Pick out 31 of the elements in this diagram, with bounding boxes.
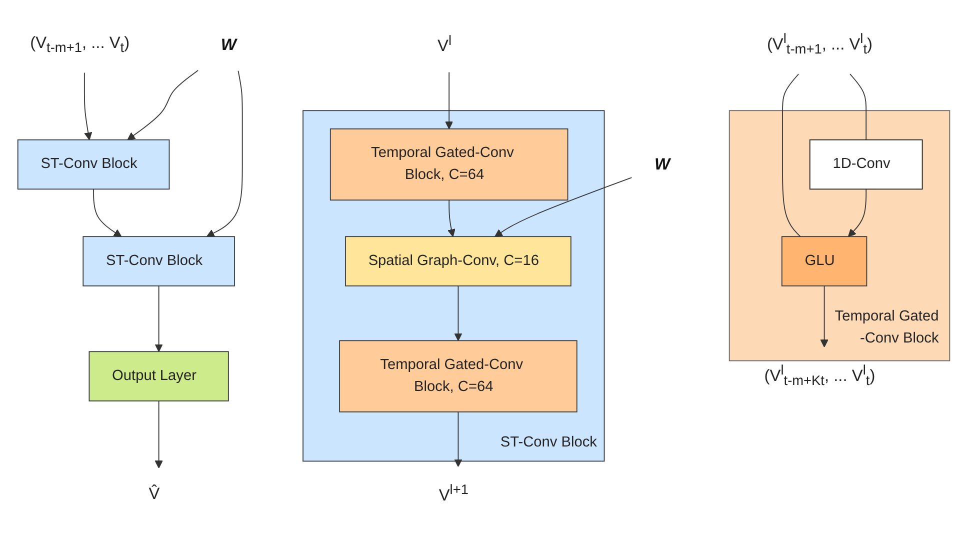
node-text: V̂ — [148, 484, 160, 503]
node-text: (V$_{t-m+1}$, ... V$_{t}$) — [30, 33, 130, 56]
arrow — [154, 400, 163, 468]
arrow — [84, 72, 92, 140]
node-box: ST-Conv Block — [82, 236, 235, 286]
node-text: (V$^{l}$$_{t-m+Kt}$, ... V$^{l}$$_{t}$) — [764, 362, 876, 389]
node-box: 1D-Conv — [809, 139, 923, 190]
node-text: V$^{l}$ — [438, 32, 452, 55]
arrow — [820, 285, 828, 348]
arrow — [448, 200, 456, 237]
connector — [850, 74, 867, 140]
arrow — [154, 285, 163, 352]
node-box: Spatial Graph-Conv, C=16 — [345, 236, 572, 286]
node-text: (V$^{l}$$_{t-m+1}$, ... V$^{l}$$_{t}$) — [766, 31, 873, 58]
node-box: GLU — [781, 236, 868, 286]
node-text: V$^{l+1}$ — [438, 482, 468, 504]
arrow — [848, 188, 867, 237]
arrow — [494, 177, 632, 237]
arrow — [454, 285, 462, 342]
arrow — [206, 70, 243, 237]
connector — [782, 74, 801, 238]
node-text: W — [654, 154, 670, 174]
arrow — [445, 72, 454, 130]
node-box: Temporal Gated-Conv Block, C=64 — [330, 128, 568, 201]
arrow — [454, 411, 462, 468]
node-box: Output Layer — [88, 351, 229, 402]
arrow — [93, 188, 122, 237]
node-box: ST-Conv Block — [17, 139, 170, 190]
node-text: W — [220, 35, 236, 54]
arrow — [127, 70, 199, 140]
node-box: Temporal Gated-Conv Block, C=64 — [339, 340, 578, 412]
